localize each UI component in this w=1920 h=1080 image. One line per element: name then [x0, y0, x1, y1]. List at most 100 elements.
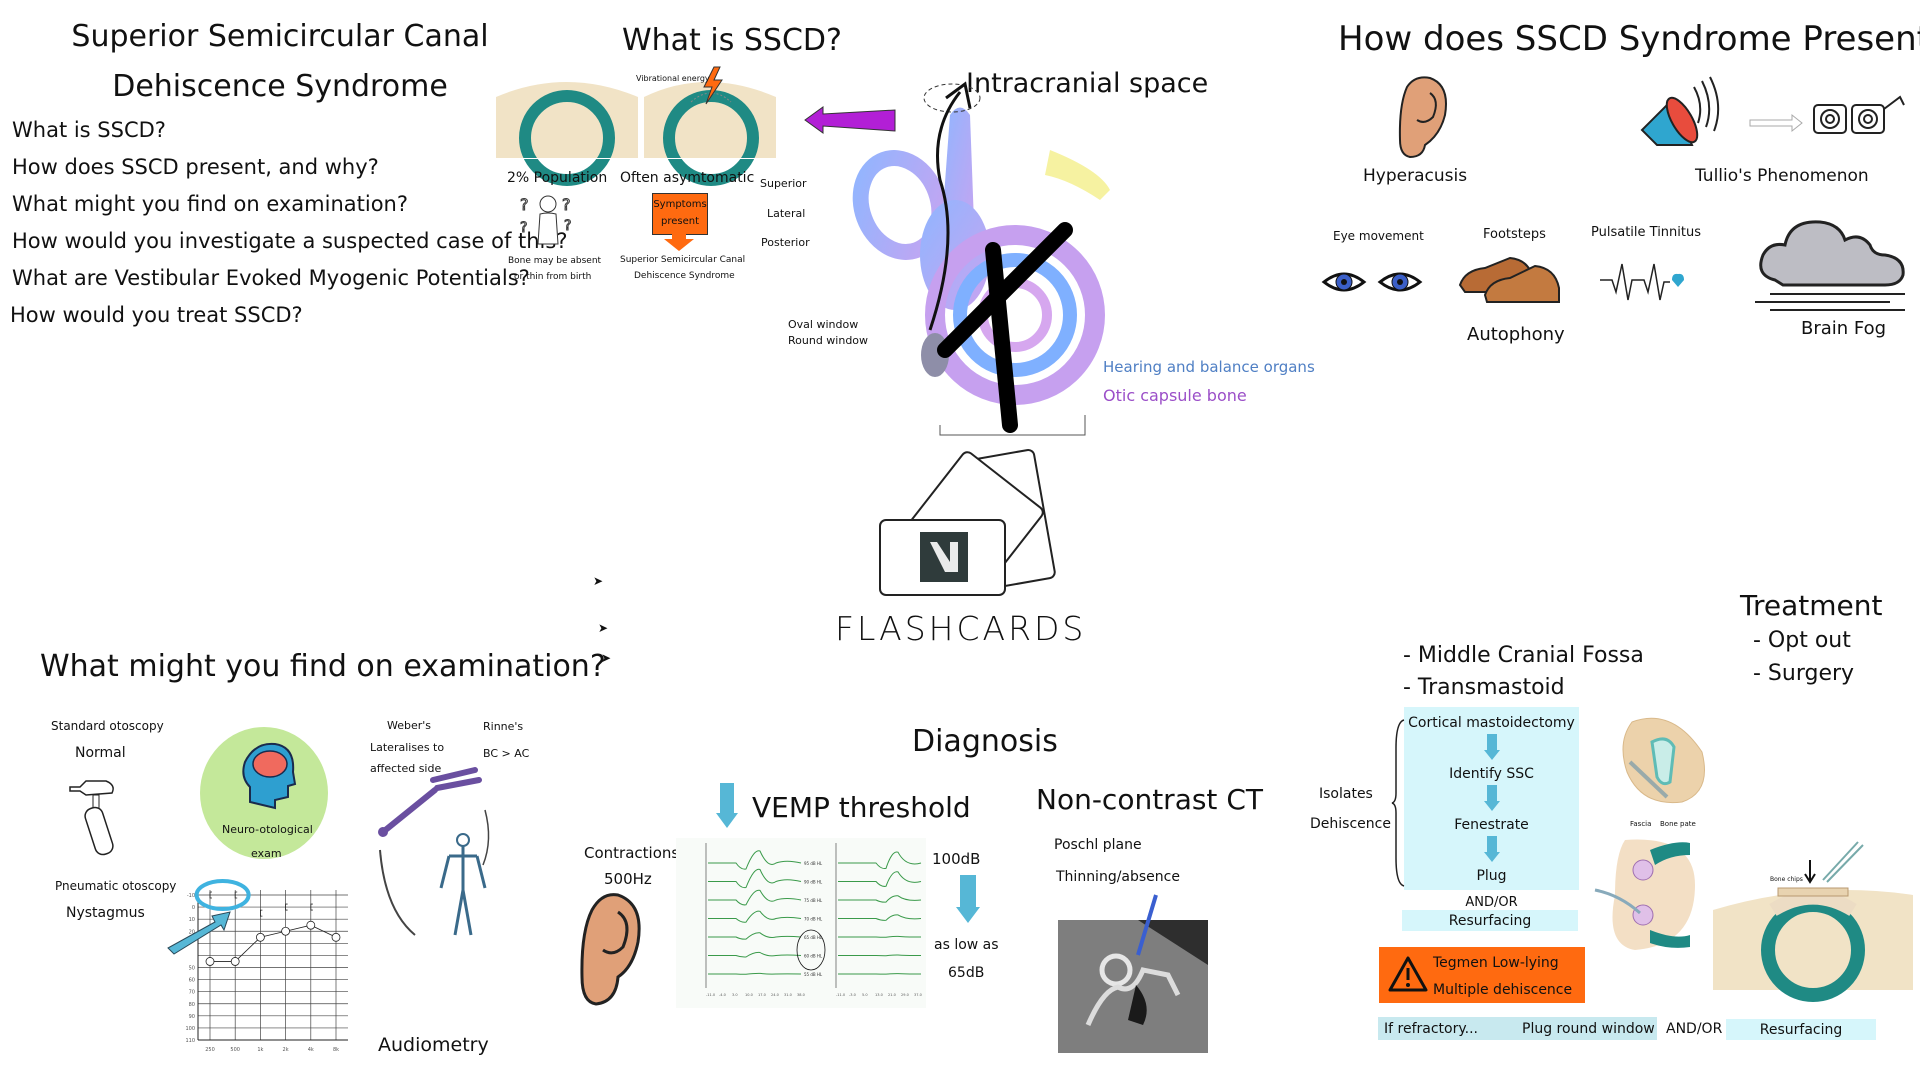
x-tick-label: 13.0 [875, 993, 883, 997]
question-item[interactable]: What is SSCD? [12, 118, 166, 142]
air-conduction-point [230, 957, 240, 966]
footsteps-label: Footsteps [1483, 227, 1546, 242]
hyperacusis-label: Hyperacusis [1363, 166, 1468, 186]
y-tick-label: 20 [189, 929, 195, 935]
x-tick-label: 10.0 [745, 993, 753, 997]
bone-cross-section-figure [496, 66, 776, 186]
present-label: present [660, 216, 699, 227]
rinnes-result: BC > AC [483, 747, 530, 760]
resurfacing-box-2: Resurfacing [1726, 1019, 1876, 1040]
air-conduction-point [205, 957, 215, 966]
x-tick-label: 24.0 [771, 993, 779, 997]
x-tick-label: 37.0 [914, 993, 922, 997]
spiral-glasses-icon [1813, 95, 1905, 134]
svg-text:?: ? [562, 195, 571, 214]
warning-icon [1388, 956, 1428, 992]
logo-text: FLASHCARDS [835, 609, 1087, 648]
heart-icon [1672, 273, 1684, 287]
inner-ear-illustration [852, 81, 1110, 436]
vemp-from-label: 100dB [932, 850, 981, 868]
resurfacing-box: Resurfacing [1402, 910, 1578, 931]
and-or-label-2: AND/OR [1666, 1021, 1723, 1037]
highlight-circle [194, 879, 251, 911]
vemp-trace-left [708, 932, 802, 940]
air-conduction-point [306, 920, 316, 930]
webers-label: Weber's [387, 719, 432, 732]
question-item[interactable]: How does SSCD present, and why? [12, 155, 379, 179]
vemp-level-label: 95 dB HL [804, 861, 823, 866]
cross-mark [937, 222, 1073, 358]
down-arrow-icon [956, 875, 980, 923]
vibrational-energy-label: Vibrational energy [636, 74, 710, 83]
normal-label: Normal [75, 745, 126, 761]
treatment-heading: Treatment [1740, 589, 1883, 622]
bone-conduction-point [209, 891, 212, 899]
vemp-trace-left [708, 972, 802, 975]
vemp-level-label: 90 dB HL [804, 880, 823, 885]
canal-label-posterior: Posterior [761, 236, 810, 249]
y-tick-label: 110 [185, 1038, 195, 1044]
x-tick-label: -11.0 [706, 993, 715, 997]
poschl-plane-label: Poschl plane [1054, 837, 1142, 853]
pneumatic-otoscopy-label: Pneumatic otoscopy [55, 879, 177, 893]
question-item[interactable]: What might you find on examination? [12, 192, 409, 216]
thinning-label: Thinning/absence [1056, 869, 1180, 885]
resurfacing-label-2: Resurfacing [1759, 1022, 1843, 1038]
syndrome-label-1: Superior Semicircular Canal [620, 255, 746, 265]
threshold-circle [796, 929, 826, 971]
ct-scan-image [1058, 894, 1208, 1053]
treatment-option-surgery: - Surgery [1753, 661, 1855, 686]
plug-round-window-label: Plug round window [1522, 1021, 1655, 1037]
vemp-to-label-1: as low as [934, 937, 999, 953]
y-tick-label: 80 [189, 1002, 195, 1008]
title-line-1: Superior Semicircular Canal [71, 19, 489, 54]
air-conduction-point [256, 932, 265, 942]
webers-result-1: Lateralises to [370, 741, 445, 754]
and-or-label: AND/OR [1465, 895, 1518, 910]
dehiscence-ellipse [923, 83, 981, 113]
vemp-trace-left [708, 868, 802, 889]
x-tick-label: 3.0 [732, 993, 738, 997]
brain-head-icon [242, 742, 297, 810]
y-tick-label: 100 [185, 1026, 195, 1032]
round-window-label: Round window [788, 334, 869, 347]
y-tick-label: 60 [189, 978, 195, 984]
isolates-label: Isolates [1319, 786, 1373, 802]
bone-pate-label: Bone pate [1660, 820, 1696, 828]
bone-conduction-point [310, 903, 313, 911]
x-tick-label: 1k [257, 1047, 263, 1053]
question-item[interactable]: How would you investigate a suspected ca… [12, 229, 568, 253]
x-tick-label: 21.0 [888, 993, 896, 997]
x-tick-label: -3.0 [849, 993, 856, 997]
oval-window-label: Oval window [788, 318, 859, 331]
legend-otic-capsule: Otic capsule bone [1103, 386, 1247, 405]
warning-line-2: Multiple dehiscence [1433, 982, 1573, 998]
vemp-level-label: 75 dB HL [804, 898, 823, 903]
pulsatile-tinnitus-label: Pulsatile Tinnitus [1591, 225, 1702, 240]
ct-label: Non-contrast CT [1036, 783, 1263, 816]
bullet-marker: ➤ [593, 574, 604, 588]
legend-hearing-balance: Hearing and balance organs [1103, 358, 1315, 376]
vemp-trace-left [708, 850, 802, 870]
question-item[interactable]: What are Vestibular Evoked Myogenic Pote… [12, 266, 530, 290]
brain-fog-label: Brain Fog [1801, 318, 1887, 339]
examination-heading: What might you find on examination? [40, 649, 606, 684]
eye-movement-label: Eye movement [1333, 229, 1424, 243]
step-label: Cortical mastoidectomy [1408, 715, 1575, 731]
standard-otoscopy-label: Standard otoscopy [51, 719, 164, 733]
y-tick-label: 70 [189, 990, 195, 996]
cloud-fog-icon [1755, 220, 1905, 311]
syndrome-label-2: Dehiscence Syndrome [634, 271, 735, 281]
autophony-label: Autophony [1467, 324, 1565, 345]
svg-text:?: ? [520, 195, 529, 214]
neuro-label-1: Neuro-otological [222, 823, 313, 836]
confused-person-icon: ? ? ? ? [520, 195, 572, 245]
x-tick-label: 8k [333, 1047, 339, 1053]
step-label: Identify SSC [1449, 766, 1534, 782]
question-item[interactable]: How would you treat SSCD? [10, 303, 303, 327]
asymptomatic-label: Often asymtomatic [620, 170, 755, 186]
ear-icon [580, 893, 641, 1006]
bone-conduction-point [260, 909, 263, 917]
down-arrow-icon [1484, 734, 1500, 760]
